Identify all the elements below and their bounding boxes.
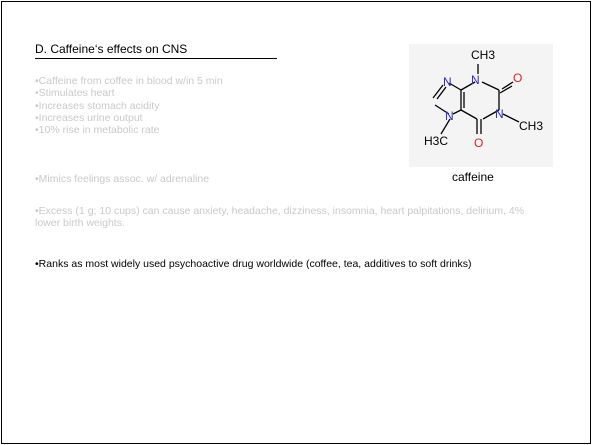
atom-label: CH3: [471, 48, 495, 62]
atom-label: CH3: [519, 119, 543, 133]
bullet-group-effects: •Caffeine from coffee in blood w/in 5 mi…: [35, 75, 223, 136]
bullet-excess: •Excess (1 g; 10 cups) can cause anxiety…: [35, 205, 525, 230]
bullet-item: •Increases stomach acidity: [35, 99, 160, 112]
atom-label: N: [445, 109, 454, 123]
atom-label: O: [513, 71, 522, 85]
bullet-item: •Caffeine from coffee in blood w/in 5 mi…: [35, 75, 223, 87]
atom-label: N: [495, 107, 504, 121]
figure-caption: caffeine: [452, 170, 494, 184]
bullet-item: •Increases urine output: [35, 111, 143, 124]
bullet-adrenaline: •Mimics feelings assoc. w/ adrenaline: [35, 173, 210, 185]
atom-label: N: [471, 73, 480, 87]
caffeine-molecule-diagram: CH3 N O N CH3 O N N H3C: [424, 48, 543, 150]
caffeine-structure-figure: CH3 N O N CH3 O N N H3C: [409, 44, 553, 167]
atom-label: H3C: [424, 134, 448, 148]
title-underline: [35, 58, 277, 59]
slide-title: D. Caffeine‘s effects on CNS: [35, 42, 188, 56]
atom-label: N: [443, 75, 452, 89]
atom-label: O: [474, 136, 483, 150]
bullet-item: •10% rise in metabolic rate: [35, 124, 160, 137]
bullet-ranks: •Ranks as most widely used psychoactive …: [35, 258, 472, 270]
bullet-item: •Stimulates heart: [35, 87, 115, 100]
